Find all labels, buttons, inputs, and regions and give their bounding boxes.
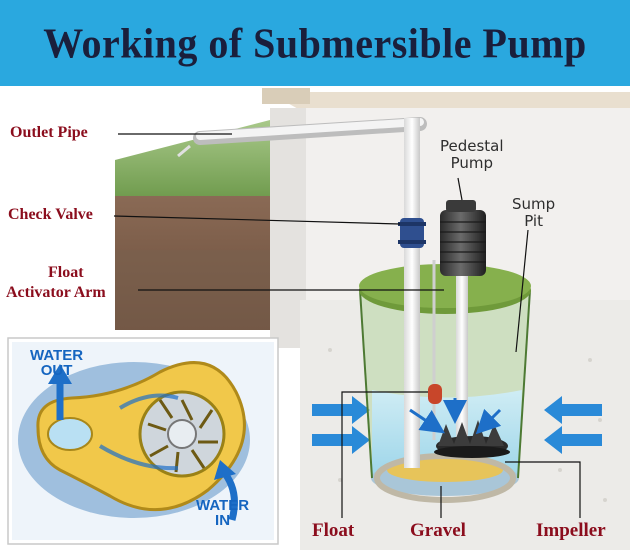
label-outlet-pipe: Outlet Pipe (10, 124, 88, 141)
inset-water-in: WATER IN (196, 498, 249, 528)
pump-motor (440, 200, 486, 276)
beam (262, 88, 310, 104)
title-banner: Working of Submersible Pump (0, 0, 630, 86)
inset-water-out-line1: WATER (30, 347, 84, 364)
inset-water-in-line2: IN (215, 512, 231, 529)
label-impeller: Impeller (536, 520, 606, 541)
floor-slab-top (268, 92, 630, 110)
label-pedestal-pump: Pedestal Pump (440, 138, 504, 172)
label-pedestal-pump-line1: Pedestal (440, 137, 504, 155)
inset-water-out: WATER OUT (30, 348, 83, 378)
label-sump-pit: Sump Pit (512, 196, 555, 230)
label-check-valve: Check Valve (8, 206, 93, 223)
label-float: Float (312, 520, 355, 541)
label-sump-pit-line1: Sump (512, 195, 556, 213)
inset-water-out-line2: OUT (40, 362, 73, 379)
sump-pit (359, 264, 531, 496)
diagram-title: Working of Submersible Pump (43, 19, 587, 67)
inflow-arrows (312, 396, 602, 454)
inset-water-in-line1: WATER (196, 497, 250, 514)
label-pedestal-pump-line2: Pump (450, 154, 493, 172)
outlet-pipe (177, 117, 427, 468)
leader-lines (113, 133, 581, 518)
label-sump-pit-line2: Pit (524, 212, 543, 230)
concrete-speckles (328, 348, 607, 502)
pump-flow-inset (7, 337, 279, 545)
pedestal-column (456, 268, 468, 448)
label-float-activator-line1: Float (48, 264, 84, 281)
internal-flow (409, 398, 502, 435)
float-ball (428, 384, 442, 404)
label-gravel: Gravel (410, 520, 466, 541)
label-float-activator-line2: Activator Arm (6, 284, 106, 301)
